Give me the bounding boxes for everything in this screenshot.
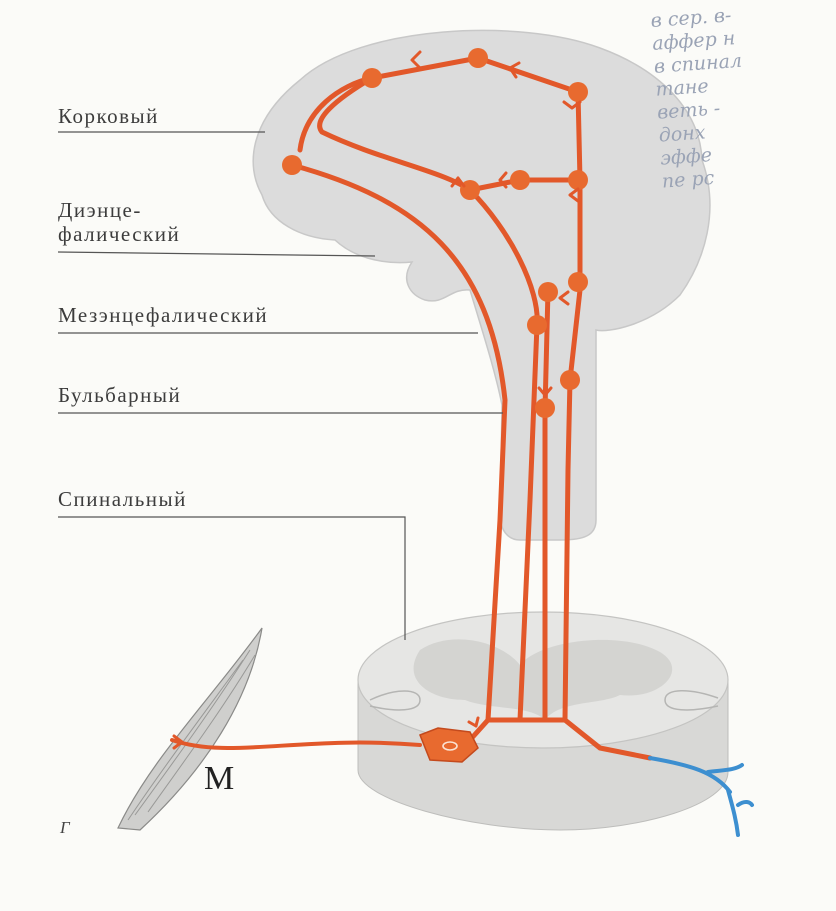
neuron-midbrain-1 [538,282,558,302]
label-bulbar: Бульбарный [58,383,181,407]
neuron-medulla-1 [560,370,580,390]
muscle-label: М [204,760,235,798]
neuron-diencephalon-2 [510,170,530,190]
muscle-belly [118,628,262,830]
label-cortical: Корковый [58,104,159,128]
label-diencephalic: Диэнце- фалический [58,198,180,246]
leader-line-diencephalic [58,252,375,256]
figure-letter: Г [60,818,70,838]
muscle [118,628,262,830]
label-mesencephalic: Мезэнцефалический [58,303,268,327]
neuron-midbrain-2 [568,272,588,292]
neuron-cortex-4 [282,155,302,175]
handwritten-note: в сер. в- аффер н в спинал тане веть - д… [650,0,836,194]
label-spinal: Спинальный [58,487,187,511]
leader-line-spinal [58,517,405,640]
neuron-diencephalon-3 [568,170,588,190]
neuron-cortex-3 [568,82,588,102]
neuron-midbrain-3 [527,315,547,335]
neuron-cortex-1 [362,68,382,88]
neuron-medulla-2 [535,398,555,418]
neuron-cortex-2 [468,48,488,68]
